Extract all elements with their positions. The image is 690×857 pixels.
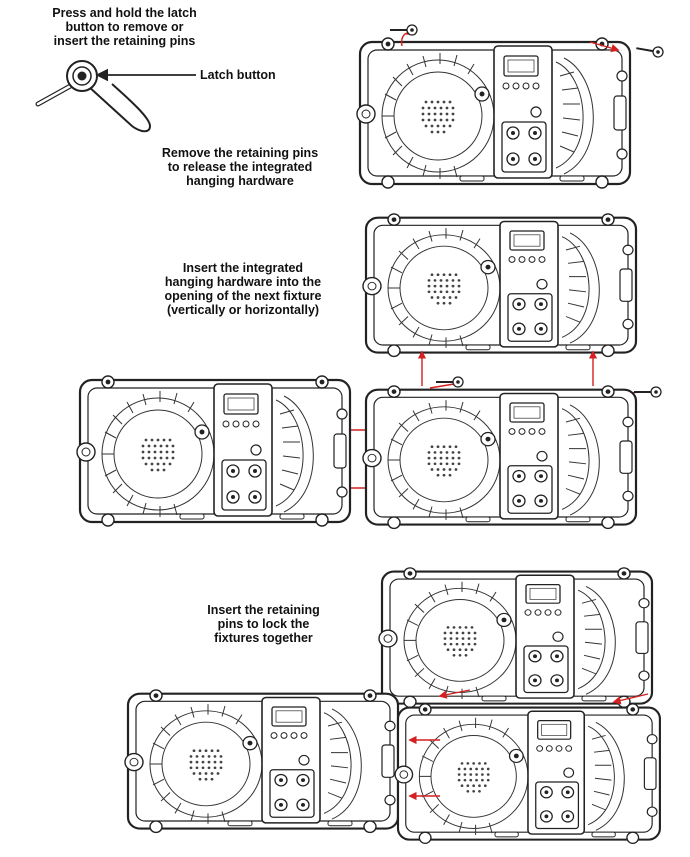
insert-pins-line-3: fixtures together [214, 631, 313, 645]
fixture-icon [361, 384, 638, 530]
insert-hardware-instruction: Insert the integrated hanging hardware i… [138, 261, 348, 317]
press-hold-line-1: Press and hold the latch [52, 6, 197, 20]
insert-hw-line-2: hanging hardware into the [164, 275, 322, 289]
remove-line-3: hanging hardware [186, 174, 294, 188]
insert-hw-line-1: Insert the integrated [182, 261, 304, 275]
fixture-icon [123, 688, 400, 834]
insert-hw-line-4: (vertically or horizontally) [166, 303, 320, 317]
latch-button-icon [77, 71, 87, 81]
retaining-pin-icon [35, 60, 152, 133]
insert-pins-line-2: pins to lock the [217, 617, 310, 631]
fixture-icon [361, 212, 638, 358]
press-hold-line-2: button to remove or [65, 20, 184, 34]
fixture-icon [355, 36, 632, 190]
fixture-icon [377, 566, 654, 709]
press-hold-instruction: Press and hold the latch button to remov… [22, 6, 227, 48]
remove-line-2: to release the integrated [167, 160, 313, 174]
latch-button-label: Latch button [200, 68, 276, 82]
insert-pins-line-1: Insert the retaining [207, 603, 320, 617]
insert-hw-line-3: opening of the next fixture [164, 289, 322, 303]
arrow-icon [408, 689, 649, 801]
remove-pins-instruction: Remove the retaining pins to release the… [140, 146, 340, 188]
remove-line-1: Remove the retaining pins [161, 146, 319, 160]
fixture-icon [75, 374, 352, 528]
fixture-icon [394, 702, 661, 845]
press-hold-line-3: insert the retaining pins [53, 34, 196, 48]
insert-pins-instruction: Insert the retaining pins to lock the fi… [176, 603, 351, 645]
